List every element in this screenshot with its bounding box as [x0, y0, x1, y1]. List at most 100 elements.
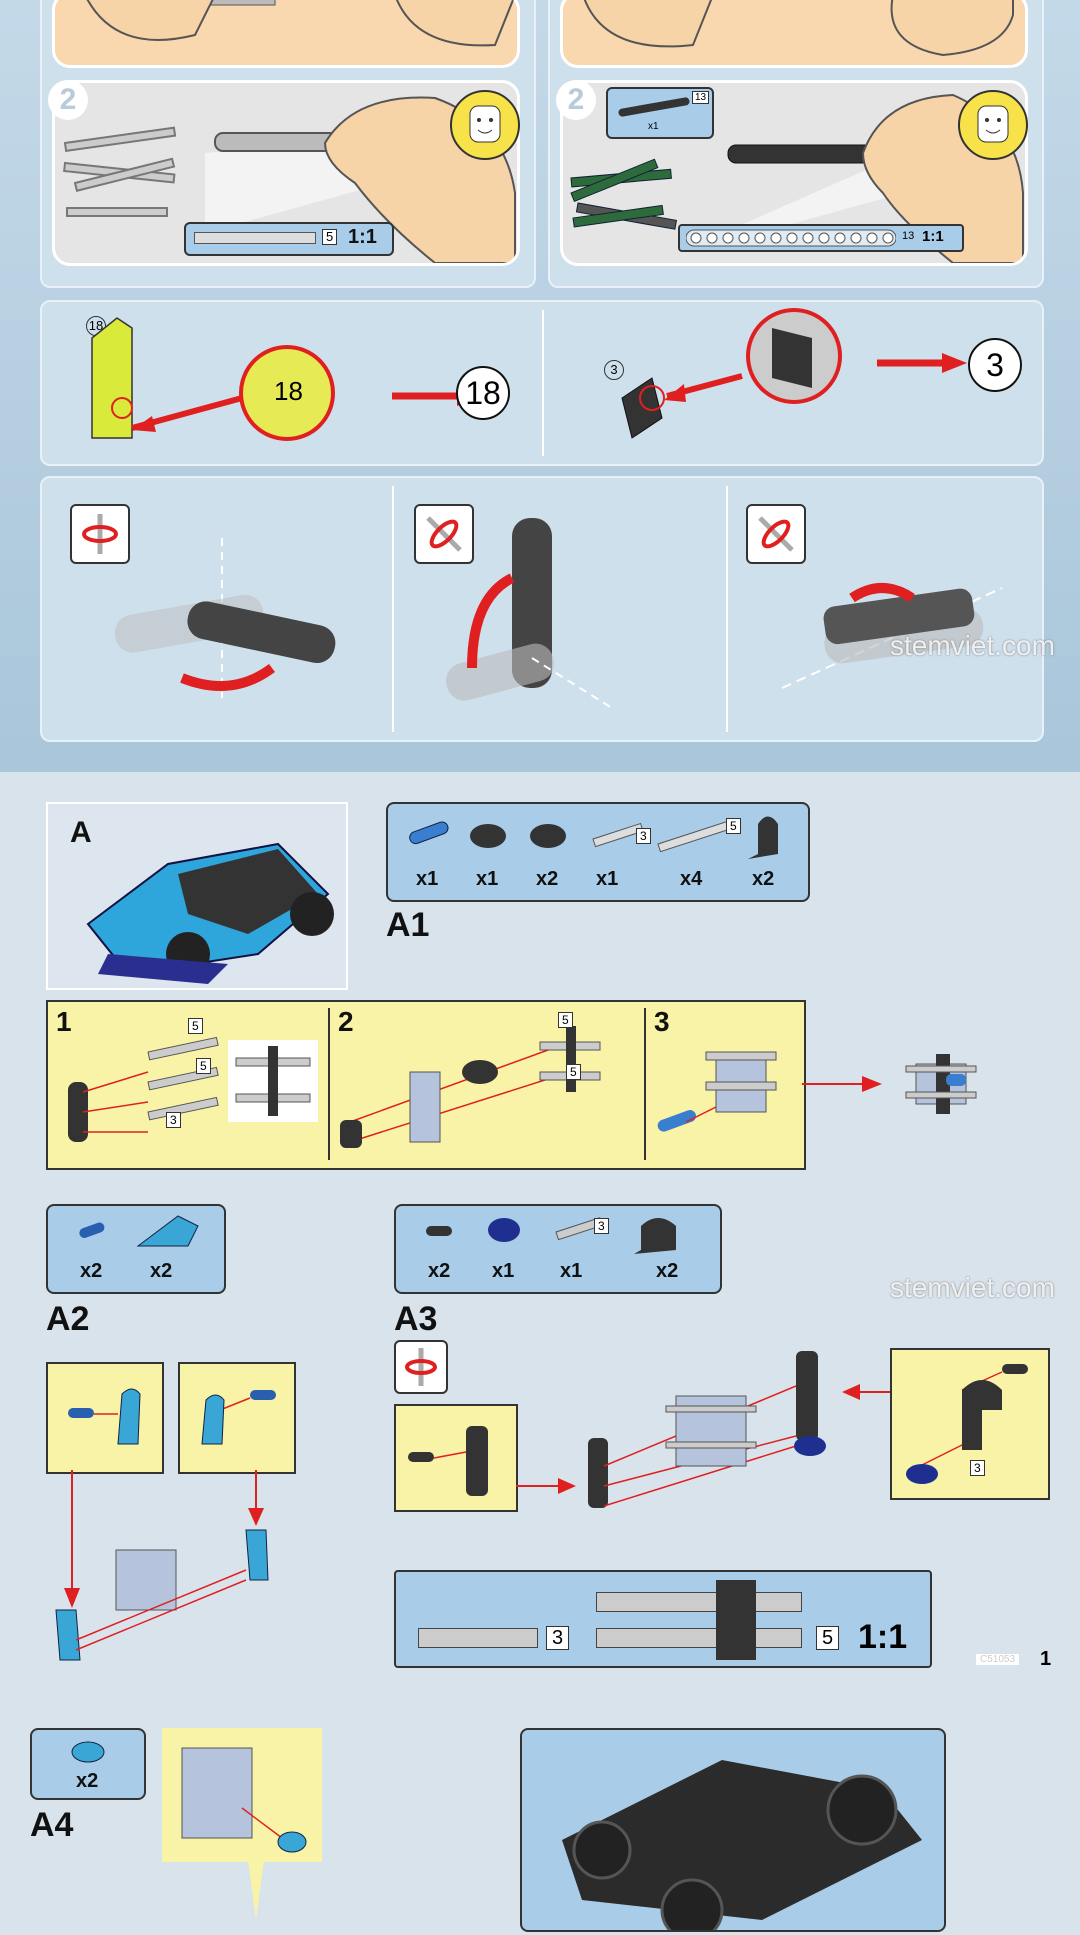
- parts-illustration-a3: [426, 1217, 676, 1254]
- part-id-small: 3: [604, 360, 624, 380]
- rotation-panel: [40, 476, 1044, 742]
- parts-box-a1: 3 5 x1 x1 x2 x1 x4 x2: [386, 802, 810, 902]
- part-id-panel: 18 18 18 3 3: [40, 300, 1044, 466]
- part-qty: x1: [492, 1260, 515, 1282]
- beam-ruler: 13 1:1: [678, 224, 964, 252]
- beam-rotate-illustration-2: [446, 518, 613, 709]
- beam-size-label: 13: [902, 230, 915, 242]
- car-model-illustration: [86, 842, 334, 984]
- sub-step-box: [178, 1362, 296, 1474]
- part-size-label: 5: [566, 1064, 581, 1080]
- step-3-illustration: [657, 1051, 777, 1132]
- hand-illustration: [583, 0, 1014, 57]
- sub-step-illustration: [181, 1747, 307, 1853]
- section-label: A: [70, 816, 92, 849]
- scale-ratio: 1:1: [348, 226, 377, 248]
- watermark: stemviet.com: [890, 630, 1055, 661]
- part-qty: x2: [752, 868, 775, 890]
- parts-illustration-a2: [79, 1215, 199, 1247]
- beam-qty: x1: [648, 121, 659, 132]
- arrow-left-icon: [842, 1384, 892, 1400]
- parts-illustration-a1: [409, 816, 778, 859]
- parts-box-a3: 3 x2 x1 x1 x2: [394, 1204, 722, 1294]
- chassis-result-box: [520, 1728, 946, 1935]
- intro-panel-left: 2 5 1:1: [40, 0, 536, 288]
- minifig-face-icon: [958, 90, 1028, 160]
- model-preview-box: A: [46, 802, 348, 990]
- parts-box-a4: x2: [30, 1728, 146, 1800]
- part-qty: x2: [76, 1770, 99, 1792]
- zoom-id: 18: [274, 376, 303, 406]
- step-2-illustration: [340, 1026, 601, 1148]
- section-label: A2: [46, 1300, 90, 1338]
- scale-ratio: 1:1: [922, 228, 944, 245]
- watermark: stemviet.com: [890, 1272, 1055, 1303]
- section-label: A1: [386, 906, 430, 944]
- intro-panel-right: 2 13 x1 13 1:1: [548, 0, 1044, 288]
- part-id-result-text: 18: [465, 375, 501, 411]
- sub-step-box: 3: [890, 1348, 1050, 1500]
- part-size-label: 3: [636, 828, 651, 844]
- steps-box-a1: 1 2 3 5 5 3 5 5: [46, 1000, 806, 1170]
- chassis-illustration: [562, 1760, 922, 1935]
- part-qty: x2: [150, 1260, 173, 1282]
- step-number: 1: [56, 1006, 72, 1037]
- scale-ratio: 1:1: [858, 1618, 908, 1656]
- sub-step-illustration: [201, 1390, 276, 1445]
- part-size-label: 5: [196, 1058, 211, 1074]
- hand-illustration: [86, 0, 515, 47]
- step-1-illustration: [68, 1036, 318, 1142]
- scene-hand-top-right: [560, 0, 1028, 68]
- step-number: 3: [654, 1006, 670, 1037]
- axle-ruler: 3 5 1:1: [394, 1570, 932, 1668]
- sub-step-box: [162, 1728, 322, 1862]
- part-id-illustration-right: [621, 308, 967, 439]
- beam-rotate-illustration-1: [114, 538, 336, 698]
- page-id: C51053: [976, 1654, 1020, 1665]
- a3-assembly-illustration: [588, 1351, 826, 1508]
- a2-assembly-illustration: [55, 1470, 269, 1661]
- part-id-result-text: 3: [986, 347, 1004, 383]
- arrow-right-icon: [516, 1478, 576, 1494]
- part-qty: x2: [536, 868, 559, 890]
- scene-hand-top-left: [52, 0, 520, 68]
- beam-size-label: 13: [692, 91, 710, 104]
- section-label: A3: [394, 1300, 438, 1338]
- sub-step-illustration: [68, 1388, 141, 1445]
- step-number: 2: [48, 80, 88, 120]
- part-qty: x4: [680, 868, 703, 890]
- rod-size-label: 5: [322, 229, 338, 245]
- part-qty: x1: [416, 868, 439, 890]
- part-qty: x1: [596, 868, 619, 890]
- rod-ruler: 5 1:1: [184, 222, 394, 256]
- part-id-result: 3: [968, 338, 1022, 392]
- part-qty: x1: [476, 868, 499, 890]
- sub-step-box: [394, 1404, 518, 1512]
- part-id-illustration-left: [91, 317, 472, 441]
- beam-holes: [686, 229, 896, 247]
- beam-callout: 13 x1: [606, 87, 714, 139]
- parts-illustration-a4: [71, 1741, 105, 1763]
- assembly-result-illustration: [905, 1054, 977, 1114]
- part-size-label: 3: [970, 1460, 985, 1476]
- rotate-horizontal-icon: [70, 504, 130, 564]
- part-qty: x1: [560, 1260, 583, 1282]
- parts-box-a2: x2 x2: [46, 1204, 226, 1294]
- part-id-result: 18: [456, 366, 510, 420]
- section-label: A4: [30, 1806, 74, 1844]
- step-number: 2: [556, 80, 596, 120]
- part-qty: x2: [80, 1260, 103, 1282]
- step-number: 2: [338, 1006, 354, 1037]
- axle-size-label: 3: [546, 1626, 570, 1650]
- arrow-right-icon: [802, 1076, 882, 1092]
- beam-rotate-illustration-3: [781, 583, 1003, 689]
- sub-step-box: [46, 1362, 164, 1474]
- part-size-label: 5: [188, 1018, 203, 1034]
- page-number: 1: [1040, 1648, 1052, 1670]
- callout-pointer: [248, 1860, 264, 1920]
- sub-step-illustration: [906, 1364, 1028, 1484]
- part-qty: x2: [428, 1260, 451, 1282]
- part-qty: x2: [656, 1260, 679, 1282]
- rotate-flip-icon: [414, 504, 474, 564]
- part-size-label: 5: [558, 1012, 573, 1028]
